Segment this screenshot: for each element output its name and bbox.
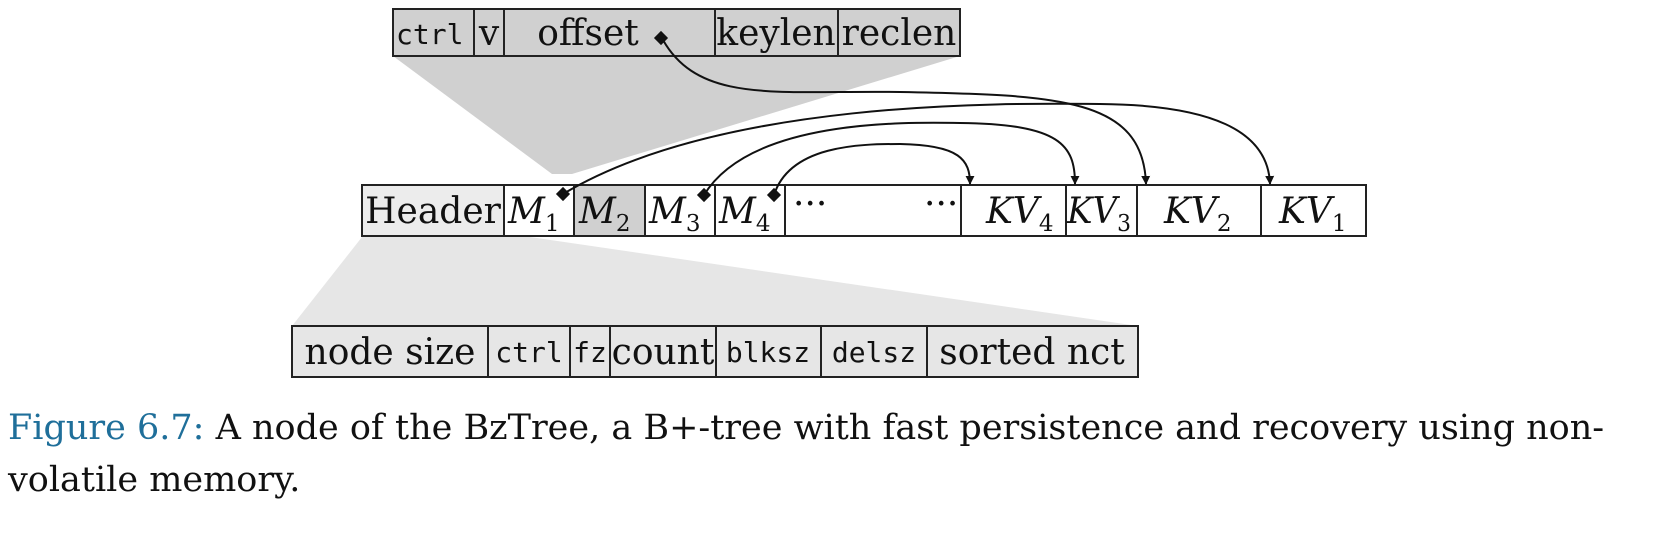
kv-cell-2 [1136, 184, 1262, 237]
field-v-cell [473, 8, 505, 57]
metadata-cell-m2 [573, 184, 646, 237]
header-label: Header [365, 191, 502, 232]
hdr-blksz: blksz [726, 336, 810, 369]
ellipsis-right: ··· [924, 184, 958, 225]
kv-label-1: KV1 [1278, 191, 1347, 237]
kv-cell-1 [1260, 184, 1367, 237]
hdr-sorted-nct-cell [926, 325, 1139, 378]
kv-label-4: KV4 [985, 191, 1054, 237]
pointer-arrows [562, 39, 1275, 196]
header-fields-row: node size ctrl fz count blksz delsz sort… [291, 325, 1139, 378]
header-cell [361, 184, 505, 237]
field-keylen: keylen [716, 13, 835, 54]
hdr-count: count [612, 332, 715, 373]
field-offset: offset [537, 13, 639, 54]
hdr-count-cell [609, 325, 717, 378]
hdr-node-size-cell [291, 325, 489, 378]
arrow-offset-to-kv2 [662, 39, 1151, 185]
metadata-zoom-wedge [393, 56, 960, 174]
ellipsis-left: ··· [793, 184, 827, 225]
hdr-ctrl-cell [487, 325, 571, 378]
pointer-origins [555, 30, 782, 203]
figure-caption: Figure 6.7: A node of the BzTree, a B+-t… [8, 402, 1658, 506]
field-reclen: reclen [842, 13, 957, 54]
m3-pointer-dot [696, 187, 712, 203]
metadata-label-m2: M2 [578, 191, 631, 237]
hdr-fz-cell [569, 325, 611, 378]
hdr-delsz: delsz [832, 336, 916, 369]
field-v: v [478, 13, 500, 54]
metadata-label-m4: M4 [718, 191, 771, 237]
kv-cell-3 [1065, 184, 1138, 237]
arrow-m1-to-kv1 [562, 102, 1275, 195]
node-row: Header M1 M2 M3 M4 ··· ··· KV4 KV3 KV2 K… [361, 184, 1367, 237]
offset-pointer-dot [653, 30, 669, 46]
field-ctrl: ctrl [396, 18, 463, 51]
metadata-label-m3: M3 [648, 191, 701, 237]
figure-caption-text: A node of the BzTree, a B+-tree with fas… [8, 408, 1605, 500]
header-zoom-wedge [292, 237, 1138, 326]
m1-pointer-dot [555, 186, 571, 202]
hdr-delsz-cell [820, 325, 928, 378]
hdr-sorted-nct: sorted nct [939, 332, 1125, 373]
hdr-node-size: node size [305, 332, 476, 373]
arrow-m4-to-kv4 [773, 142, 975, 196]
hdr-fz: fz [573, 336, 607, 369]
metadata-label-m1: M1 [507, 191, 560, 237]
field-reclen-cell [837, 8, 961, 57]
hdr-ctrl: ctrl [495, 336, 562, 369]
figure-label: Figure 6.7: [8, 408, 205, 448]
kv-label-3: KV3 [1066, 191, 1131, 237]
kv-label-2: KV2 [1163, 191, 1232, 237]
m4-pointer-dot [766, 187, 782, 203]
field-offset-cell [503, 8, 716, 57]
field-keylen-cell [714, 8, 839, 57]
metadata-record: ctrl v offset keylen reclen [392, 8, 961, 57]
kv-cell-4 [960, 184, 1067, 237]
arrow-m3-to-kv3 [703, 121, 1080, 196]
